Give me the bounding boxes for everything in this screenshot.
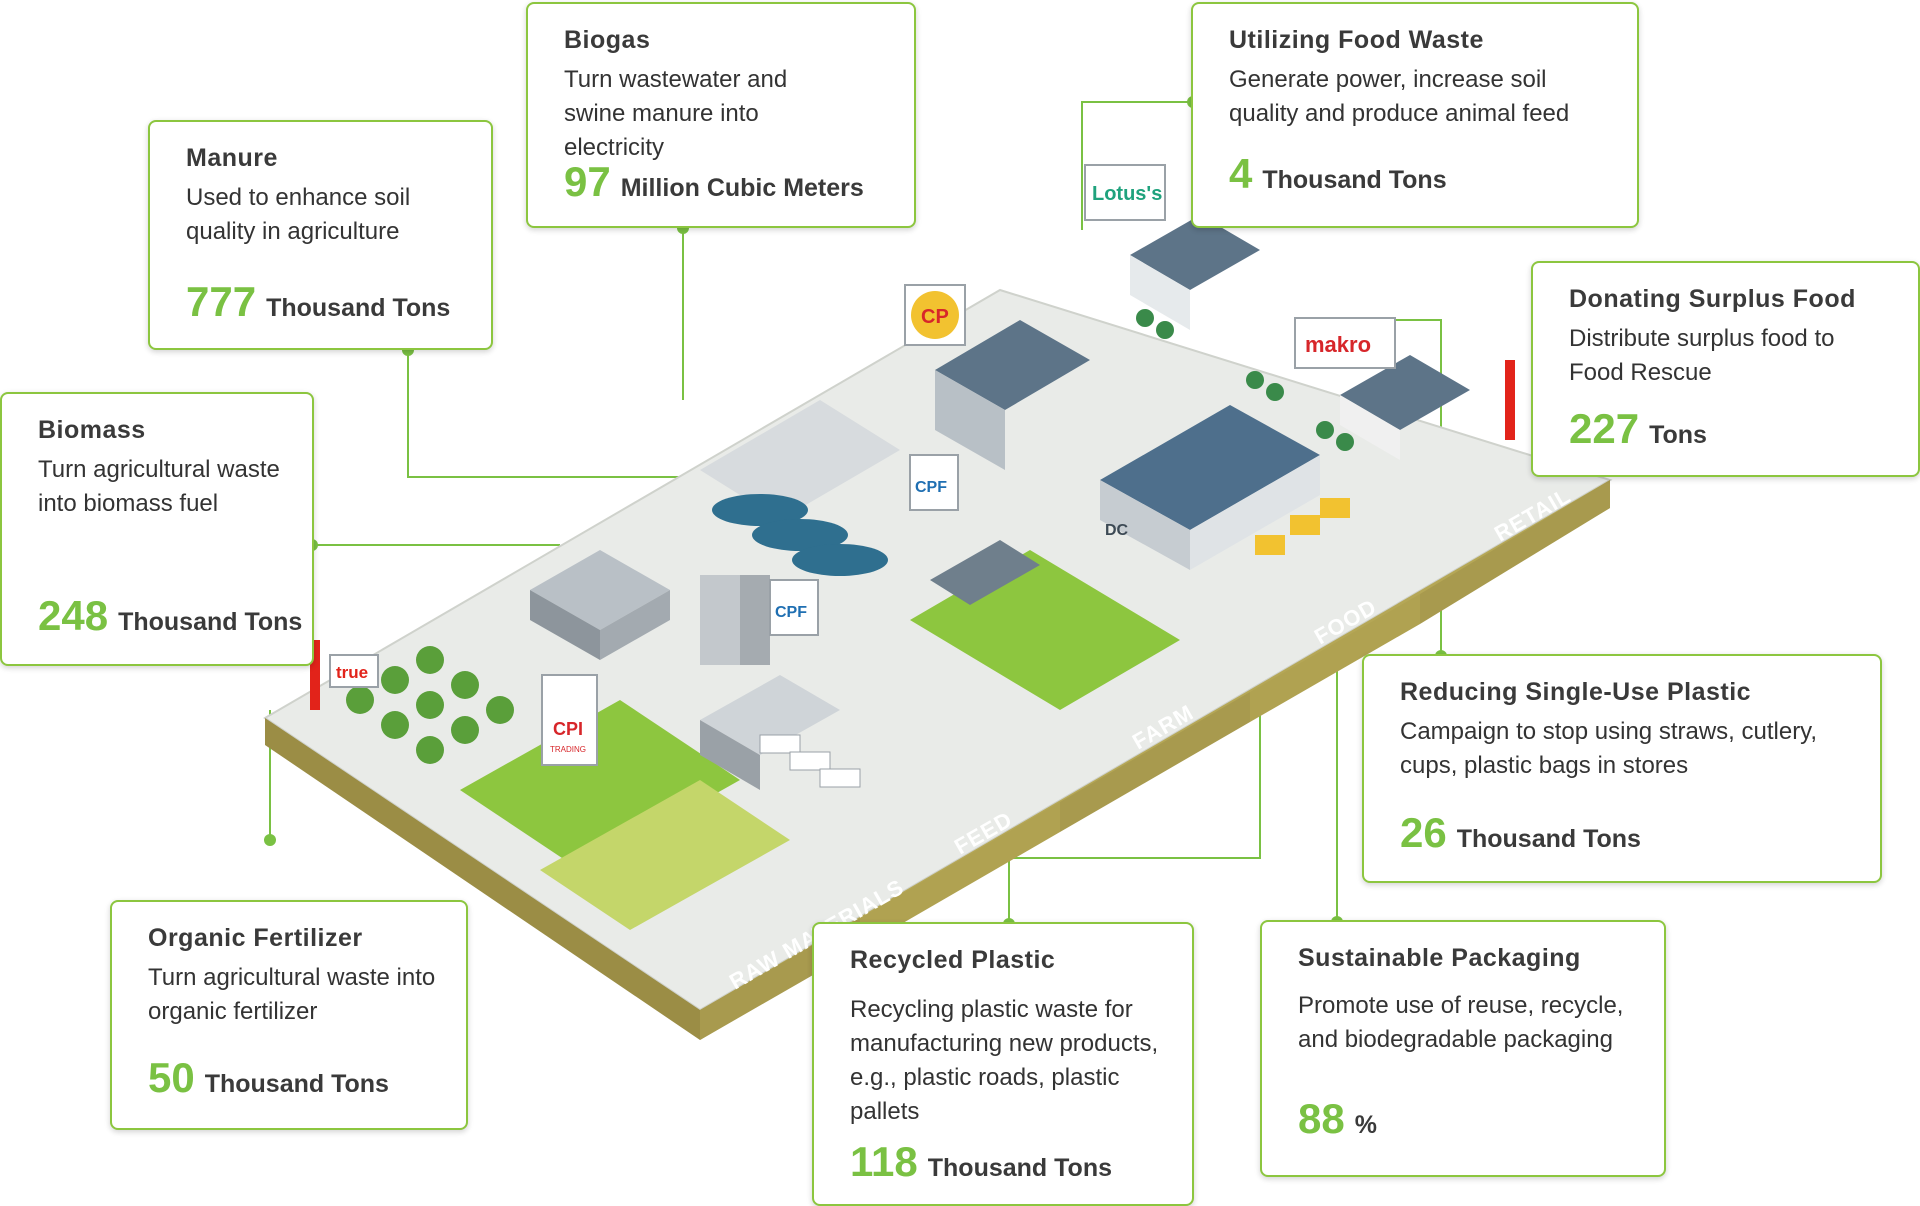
card-stat: 118 Thousand Tons (850, 1138, 1112, 1186)
stat-unit: Million Cubic Meters (620, 174, 864, 202)
stat-unit: Thousand Tons (204, 1070, 389, 1098)
stat-unit: Thousand Tons (118, 608, 303, 636)
card-biogas: Biogas Turn wastewater and swine manure … (526, 2, 916, 228)
stat-unit: % (1354, 1111, 1377, 1139)
stat-unit: Thousand Tons (1262, 166, 1447, 194)
card-stat: 4 Thousand Tons (1229, 150, 1447, 198)
sign-lotus: Lotus's (1092, 183, 1162, 205)
sign-cpi-trading: TRADING (550, 745, 586, 754)
sign-cp: CP (921, 306, 949, 328)
card-sustainable-packaging: Sustainable Packaging Promote use of reu… (1260, 920, 1666, 1177)
card-biomass: Biomass Turn agricultural waste into bio… (0, 392, 314, 666)
card-description: Used to enhance soil quality in agricult… (186, 184, 411, 245)
sign-makro: makro (1305, 332, 1371, 357)
card-description: Turn agricultural waste into organic fer… (148, 964, 436, 1025)
card-organic-fertilizer: Organic Fertilizer Turn agricultural was… (110, 900, 468, 1130)
stat-value: 777 (186, 278, 257, 325)
card-title: Donating Surplus Food (1569, 285, 1856, 313)
card-recycled-plastic: Recycled Plastic Recycling plastic waste… (812, 922, 1194, 1206)
card-title: Recycled Plastic (850, 946, 1056, 974)
sign-dc: DC (1105, 522, 1129, 539)
stat-value: 248 (38, 592, 109, 639)
stat-value: 50 (148, 1054, 195, 1101)
card-description: Turn wastewater and swine manure into el… (564, 66, 788, 161)
stat-value: 4 (1229, 150, 1253, 197)
card-stat: 777 Thousand Tons (186, 278, 450, 326)
card-stat: 50 Thousand Tons (148, 1054, 389, 1102)
card-description: Turn agricultural waste into biomass fue… (38, 456, 280, 517)
card-title: Sustainable Packaging (1298, 944, 1581, 972)
stat-value: 97 (564, 158, 611, 205)
card-stat: 88% (1298, 1095, 1377, 1143)
card-title: Organic Fertilizer (148, 924, 363, 952)
sign-true: true (336, 663, 368, 682)
card-donating-surplus-food: Donating Surplus Food Distribute surplus… (1531, 261, 1920, 477)
card-manure: Manure Used to enhance soil quality in a… (148, 120, 493, 350)
sign-cpi: CPI (553, 719, 583, 739)
card-stat: 248 Thousand Tons (38, 592, 302, 640)
stat-unit: Thousand Tons (927, 1154, 1113, 1182)
card-stat: 26 Thousand Tons (1400, 809, 1641, 857)
card-description: Generate power, increase soil quality an… (1229, 66, 1570, 127)
stat-unit: Thousand Tons (266, 294, 451, 322)
card-stat: 97 Million Cubic Meters (564, 158, 864, 206)
card-description: Distribute surplus food to Food Rescue (1569, 325, 1835, 386)
sign-cpf-2: CPF (775, 604, 807, 621)
card-description: Recycling plastic waste for manufacturin… (850, 996, 1159, 1125)
zone-strips (700, 480, 1610, 1040)
stat-unit: Thousand Tons (1456, 825, 1641, 853)
stat-value: 118 (850, 1138, 918, 1185)
card-title: Biogas (564, 26, 651, 54)
card-reducing-single-use-plastic: Reducing Single-Use Plastic Campaign to … (1362, 654, 1882, 883)
stat-value: 26 (1400, 809, 1447, 856)
stat-unit: Tons (1649, 421, 1707, 449)
sign-cpf-1: CPF (915, 479, 947, 496)
signboards: Lotus's CP CPF CPF CPI TRADING true makr… (329, 164, 1396, 766)
stat-value: 227 (1569, 405, 1640, 452)
card-title: Utilizing Food Waste (1229, 26, 1484, 54)
card-title: Biomass (38, 416, 146, 444)
stat-value: 88 (1298, 1095, 1345, 1142)
card-title: Reducing Single-Use Plastic (1400, 678, 1752, 706)
card-title: Manure (186, 144, 278, 172)
card-stat: 227 Tons (1569, 405, 1707, 453)
card-utilizing-food-waste: Utilizing Food Waste Generate power, inc… (1191, 2, 1639, 228)
card-description: Promote use of reuse, recycle, and biode… (1298, 992, 1624, 1053)
card-description: Campaign to stop using straws, cutlery, … (1400, 718, 1818, 779)
